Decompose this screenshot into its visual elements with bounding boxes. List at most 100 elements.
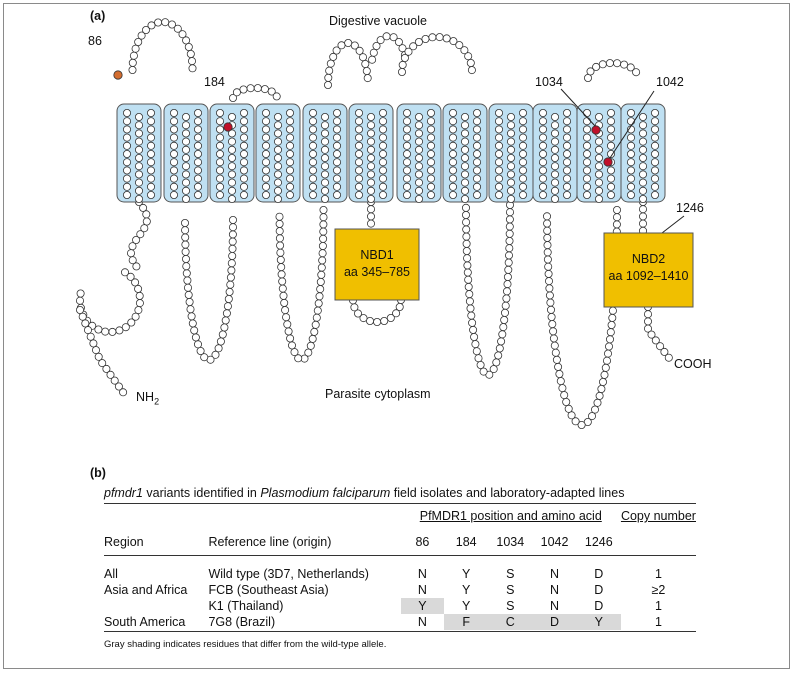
helix-residue	[494, 133, 503, 142]
panel-b-label: (b)	[90, 466, 106, 480]
helix-residue	[193, 133, 202, 142]
loop-residue	[466, 304, 475, 313]
parasite-cytoplasm-label: Parasite cytoplasm	[325, 387, 431, 401]
highlighted-residues	[113, 70, 613, 167]
helix-residue	[378, 109, 387, 118]
helix-residue	[320, 162, 329, 171]
helix-residue	[146, 166, 155, 175]
loop-residue	[350, 41, 359, 50]
aa-cell-variant: D	[532, 614, 577, 630]
loop-residue	[543, 219, 552, 228]
helix-residue	[639, 137, 648, 146]
helix-residue	[123, 174, 132, 183]
loop-residue	[363, 74, 372, 83]
copy-cell: 1	[654, 599, 662, 613]
helix-residue	[285, 174, 294, 183]
helix-residue	[169, 174, 178, 183]
loop-residue	[318, 241, 327, 250]
n-tail-residue	[86, 332, 95, 341]
loop-residue	[267, 87, 276, 96]
loop-residue	[222, 309, 231, 318]
helix-residue	[414, 113, 423, 122]
helix-residue	[607, 149, 616, 158]
loop-residue	[503, 280, 512, 289]
helix-residue	[123, 109, 132, 118]
loop-residue	[183, 276, 192, 285]
loop-residue	[492, 358, 501, 367]
helix-residue	[378, 133, 387, 142]
row-line: Wild type (3D7, Netherlands)	[208, 567, 369, 581]
aa-cell-variant: F	[444, 614, 489, 630]
helix-residue	[506, 145, 515, 154]
helix-residue	[366, 145, 375, 154]
loop-residue	[462, 232, 471, 241]
helix-residue	[261, 158, 270, 167]
helix-residue	[169, 190, 178, 199]
n-tail-residue	[114, 382, 123, 391]
helix-residue	[123, 166, 132, 175]
c-tail-residue	[660, 347, 669, 356]
loop-residue	[218, 330, 227, 339]
n-tail-residue	[132, 235, 141, 244]
loop-residue	[183, 283, 192, 292]
helix-residue	[134, 170, 143, 179]
helix-residue	[627, 141, 636, 150]
helix-residue	[414, 178, 423, 187]
n-tail-residue	[92, 346, 101, 355]
helix-residue	[448, 182, 457, 191]
helix-residue	[193, 149, 202, 158]
loop-residue	[414, 38, 423, 47]
helix-residue	[539, 149, 548, 158]
helix-residue	[595, 113, 604, 122]
helix-residue	[472, 166, 481, 175]
helix-residue	[414, 162, 423, 171]
helix-residue	[519, 166, 528, 175]
loop-residue	[154, 18, 163, 27]
helix-residue	[627, 133, 636, 142]
loop-residue	[608, 306, 617, 315]
helix-residue	[506, 194, 515, 203]
helix-residue	[123, 190, 132, 199]
n-tail-residue	[81, 319, 90, 328]
table-row: South America 7G8 (Brazil) N F C D Y 1	[104, 614, 696, 630]
helix-residue	[519, 117, 528, 126]
helix-residue	[448, 109, 457, 118]
helix-residue	[146, 174, 155, 183]
loop-residue	[294, 354, 303, 363]
helix-residue	[472, 149, 481, 158]
loop-residue	[382, 32, 391, 41]
helix-residue	[539, 109, 548, 118]
helix-residue	[215, 109, 224, 118]
loop-residue	[226, 280, 235, 289]
helix-residue	[506, 129, 515, 138]
helix-residue	[583, 174, 592, 183]
helix-residue	[607, 141, 616, 150]
helix-residue	[146, 133, 155, 142]
helix-residue	[472, 117, 481, 126]
helix-residue	[378, 141, 387, 150]
loop-residue	[560, 391, 569, 400]
n-tail-residue	[128, 242, 137, 251]
loop-residue	[505, 236, 514, 245]
n-tail-residue	[108, 327, 117, 336]
helix-residue	[494, 158, 503, 167]
helix-residue	[627, 117, 636, 126]
loop-residue	[372, 42, 381, 51]
helix-residue	[285, 149, 294, 158]
helix-residue	[402, 149, 411, 158]
helix-residue	[215, 149, 224, 158]
helix-residue	[320, 194, 329, 203]
helix-residue	[639, 113, 648, 122]
loop-residue	[324, 73, 333, 82]
amino-acid-chain	[76, 18, 673, 429]
table-header-rule	[104, 555, 696, 556]
helix-residue	[563, 141, 572, 150]
helix-residue	[651, 117, 660, 126]
helix-residue	[261, 109, 270, 118]
leader-1042	[607, 90, 655, 162]
c-tail-residue	[644, 310, 653, 319]
loop-residue	[543, 226, 552, 235]
helix-residue	[402, 141, 411, 150]
loop-residue	[276, 248, 285, 257]
loop-residue	[467, 66, 476, 75]
